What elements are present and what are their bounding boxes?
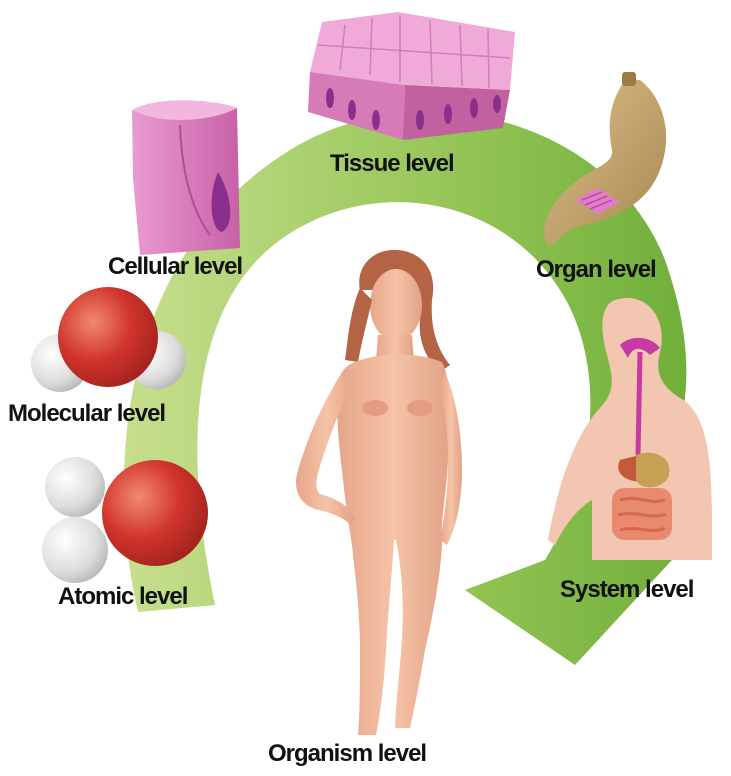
organism-level-illustration xyxy=(296,250,462,735)
atomic-level-label: Atomic level xyxy=(58,585,187,609)
atom-white-bottom xyxy=(42,517,108,583)
tissue-level-illustration xyxy=(308,12,515,140)
atom-red xyxy=(102,460,208,566)
tissue-level-label: Tissue level xyxy=(330,152,454,176)
organ-level-label: Organ level xyxy=(536,258,656,282)
molecular-level-label: Molecular level xyxy=(8,402,165,426)
atom-white-top xyxy=(45,457,105,517)
system-level-label: System level xyxy=(560,578,693,602)
cellular-level-label: Cellular level xyxy=(108,255,242,279)
organism-level-label: Organism level xyxy=(268,742,426,766)
cellular-level-illustration xyxy=(132,100,240,255)
